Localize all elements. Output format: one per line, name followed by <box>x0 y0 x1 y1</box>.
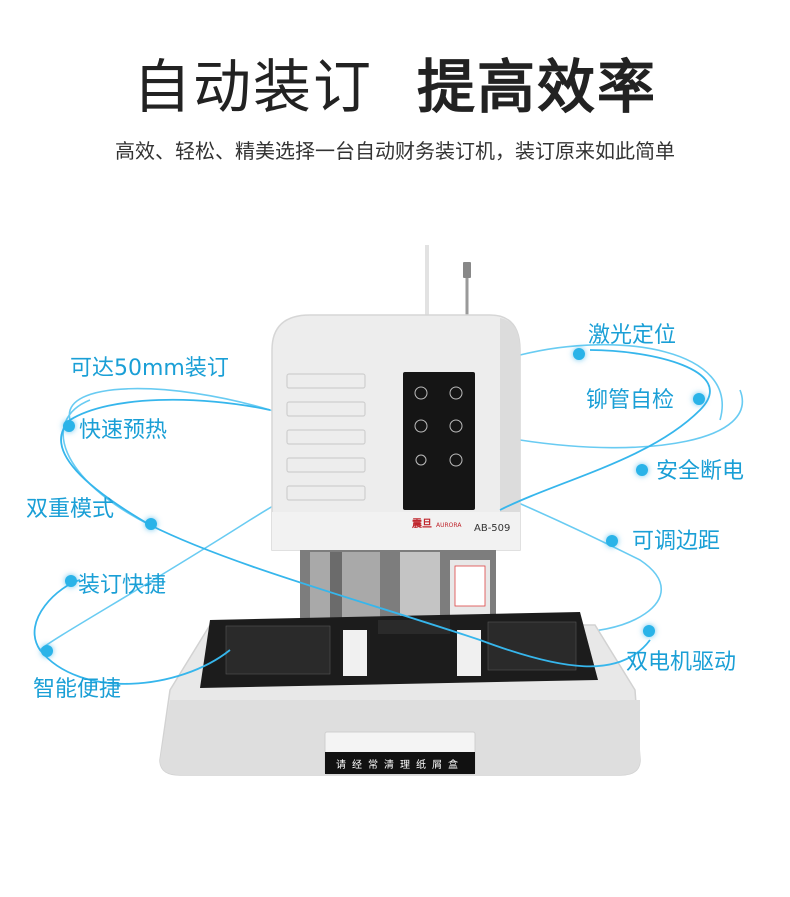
orbit-dot <box>63 420 75 432</box>
feature-dual-motor: 双电机驱动 <box>626 650 737 675</box>
feature-safety-power-off: 安全断电 <box>656 459 745 484</box>
tray-label: 请经常清理纸屑盒 <box>336 758 464 771</box>
feature-quick-preheat: 快速预热 <box>79 418 168 443</box>
brand-en: AURORA <box>436 522 462 529</box>
feature-rivet-self-check: 铆管自检 <box>586 388 675 413</box>
orbit-dot <box>636 464 648 476</box>
brand-cn: 震旦 <box>412 518 432 530</box>
feature-dual-mode: 双重模式 <box>26 497 115 522</box>
orbit-dot <box>643 625 655 637</box>
orbit-dot <box>573 348 585 360</box>
feature-smart-convenient: 智能便捷 <box>33 677 122 702</box>
orbit-dot <box>41 645 53 657</box>
binding-machine <box>159 245 641 776</box>
orbit-dot <box>145 518 157 530</box>
feature-fast-binding: 装订快捷 <box>78 573 167 598</box>
feature-adjustable-margin: 可调边距 <box>632 529 721 554</box>
title-part-1: 自动装订 <box>132 53 373 121</box>
feature-laser-positioning: 激光定位 <box>588 323 677 348</box>
model-number: AB-509 <box>474 523 510 534</box>
title-part-2: 提高效率 <box>417 53 658 121</box>
orbit-dot <box>693 393 705 405</box>
control-panel <box>403 372 475 510</box>
page-subtitle: 高效、轻松、精美选择一台自动财务装订机，装订原来如此简单 <box>115 139 675 163</box>
orbit-dot <box>606 535 618 547</box>
orbit-dot <box>65 575 77 587</box>
feature-binding-capacity: 可达50mm装订 <box>70 356 229 381</box>
orbit-rings-front <box>33 349 711 685</box>
page-title: 自动装订提高效率 <box>0 52 790 122</box>
